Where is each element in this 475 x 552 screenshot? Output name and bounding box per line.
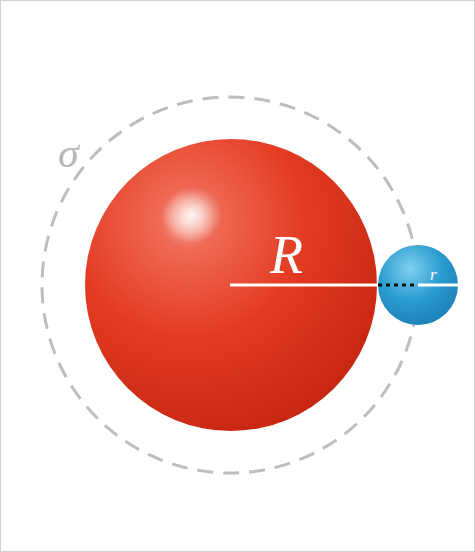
radius-line xyxy=(418,284,458,287)
large-sphere xyxy=(85,139,377,431)
radius-line-dotted xyxy=(378,284,418,287)
radius-label: R xyxy=(270,228,303,282)
radius-label: r xyxy=(430,266,437,283)
sigma-label: σ xyxy=(58,132,79,174)
radius-line xyxy=(230,284,378,287)
small-sphere xyxy=(378,245,458,325)
sigma-circle xyxy=(42,97,418,473)
highlight xyxy=(162,187,222,243)
